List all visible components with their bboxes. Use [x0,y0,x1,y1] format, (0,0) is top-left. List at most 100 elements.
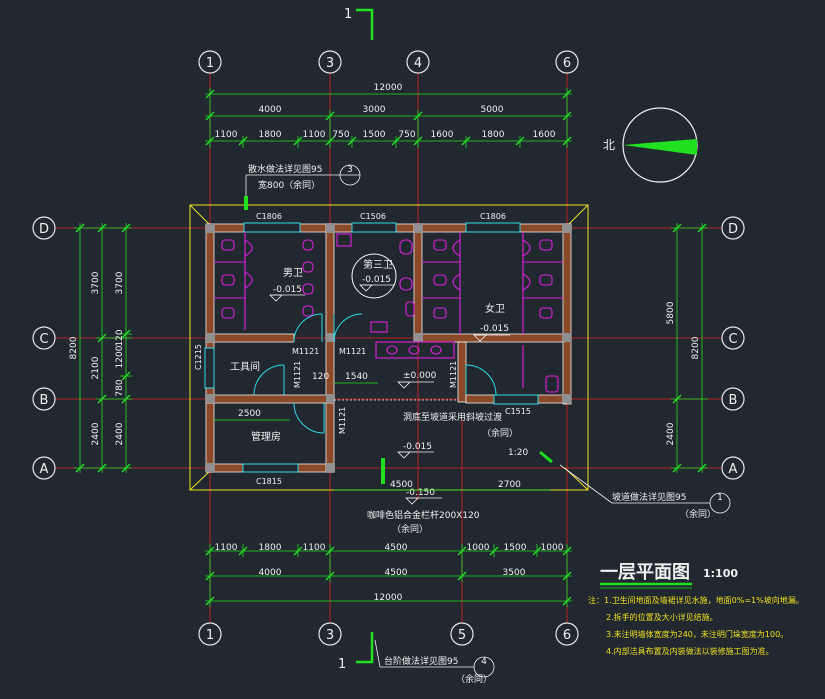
level-outside: -0.150 [406,488,435,498]
dim-bot-seg-7: 1000 [541,543,564,553]
dim-left-outer-1: 3700 [91,271,101,294]
room-label-tool: 工具间 [230,360,260,373]
dim-left-inner-2: 120 [115,329,125,346]
room-label-manage: 管理房 [251,430,281,443]
doors [253,313,497,434]
level-texts: -0.015 -0.015 -0.015 ±0.000 -0.015 -0.15… [273,275,509,498]
dim-left-total: 8200 [69,336,79,359]
dim-left-inner-4: 780 [115,379,125,396]
axis-label-bottom-3: 3 [326,628,334,643]
title-text: 一层平面图 [600,562,690,583]
dim-bot-total: 12000 [374,593,403,603]
window-label-5: C1515 [505,407,531,416]
axis-label-bottom-5: 5 [458,628,466,643]
dim-bot-bay-2: 4500 [385,568,408,578]
axis-label-bottom-1: 1 [206,628,214,643]
dim-top-seg-3: 1100 [303,130,326,140]
level-women: -0.015 [480,324,509,334]
dim-top-bay-2: 3000 [363,105,386,115]
dim-bot-seg-5: 1000 [467,543,490,553]
level-front: -0.015 [403,442,432,452]
grid-bubbles [32,50,745,646]
axis-label-left-c: C [39,332,48,347]
dim-1540: 1540 [345,372,368,382]
door-label-1: M1121 [292,347,319,356]
dim-top-seg-7: 1600 [431,130,454,140]
section-mark-bottom-label: 1 [338,657,346,672]
window-label-1: C1806 [256,212,282,221]
ann-curb: 咖啡色铝合金栏杆200X120 [367,509,480,521]
interior-dimension-lines [214,382,550,491]
door-labels: M1121 M1121 M1121 M1121 M1121 [292,347,458,434]
dim-bot-seg-3: 1100 [303,543,326,553]
dim-top-seg-2: 1800 [259,130,282,140]
dim-2700: 2700 [498,480,521,490]
axis-label-right-c: C [728,332,737,347]
level-third: -0.015 [362,275,391,285]
dim-top-bay-1: 4000 [259,105,282,115]
room-label-third: 第三卫 [363,258,393,271]
sanitary-fixtures [214,232,563,393]
axis-label-top-6: 6 [563,56,571,71]
level-hall: ±0.000 [403,371,437,381]
ann-ramp-slope: 1:20 [508,448,528,458]
dim-bot-seg-4: 4500 [385,543,408,553]
window-label-3: C1806 [480,212,506,221]
axis-label-left-d: D [39,222,49,237]
dim-left-outer-2: 2100 [91,356,101,379]
level-men: -0.015 [273,285,302,295]
dim-top-bay-3: 5000 [481,105,504,115]
dim-left-inner-3: 1200 [115,345,125,368]
ann-ramp-note: 洞底至坡道采用斜坡过渡 [403,411,502,423]
window-label-2: C1506 [360,212,386,221]
dim-right-outer-2: 2400 [666,422,676,445]
note-4: 4.内部洁具布置及内装做法以装修施工图为准。 [606,646,774,656]
window-label-4: C1215 [194,344,203,370]
ann-scatter-width: 宽800（余同） [258,179,320,191]
dim-4500: 4500 [390,480,413,490]
door-label-5: M1121 [449,361,458,388]
dim-bot-seg-2: 1800 [259,543,282,553]
leader-lines [245,164,731,678]
windows [204,222,539,473]
level-symbols [269,284,510,505]
dimension-ticks [75,89,707,606]
window-labels: C1806 C1506 C1806 C1215 C1515 C1815 [194,212,531,486]
dim-bot-seg-1: 1100 [215,543,238,553]
ann-curb-same: （余同） [392,523,428,535]
dim-top-total: 12000 [374,83,403,93]
dim-right-outer-1: 5800 [666,301,676,324]
section-mark-top [356,8,374,40]
ann-scatter-water: 散水做法详见图95 [248,163,322,175]
ann-ramp-detail-same: （余同） [680,508,716,520]
title-scale: 1:100 [703,567,738,580]
index-3: 3 [347,165,353,175]
dimension-texts-vertical: 8200 3700 2100 2400 3700 120 1200 780 24… [69,271,701,445]
north-arrow: 北 [603,107,698,183]
third-toilet-circle [351,253,397,299]
room-labels: 男卫 第三卫 女卫 工具间 管理房 [230,258,505,443]
dim-2500: 2500 [238,409,261,419]
dim-top-seg-9: 1600 [533,130,556,140]
dim-top-seg-6: 750 [398,130,415,140]
scatter-marker [244,196,248,210]
apron-boundary [189,204,589,491]
axis-label-bottom-6: 6 [563,628,571,643]
dim-top-seg-1: 1100 [215,130,238,140]
axis-label-right-b: B [729,393,738,408]
ann-step-detail-same: （余同） [456,673,492,685]
dim-left-inner-5: 2400 [115,422,125,445]
dim-120: 120 [312,372,329,382]
dim-top-seg-5: 1500 [363,130,386,140]
axis-label-right-d: D [728,222,738,237]
room-label-men: 男卫 [283,267,303,279]
room-label-women: 女卫 [485,302,505,315]
dim-top-seg-4: 750 [332,130,349,140]
note-2: 2.拆手的位置及大小详见结施。 [606,612,718,622]
door-label-4: M1121 [338,407,347,434]
dim-bot-bay-3: 3500 [503,568,526,578]
axis-label-left-a: A [40,462,49,477]
dim-right-total: 8200 [691,336,701,359]
window-label-6: C1815 [256,477,282,486]
